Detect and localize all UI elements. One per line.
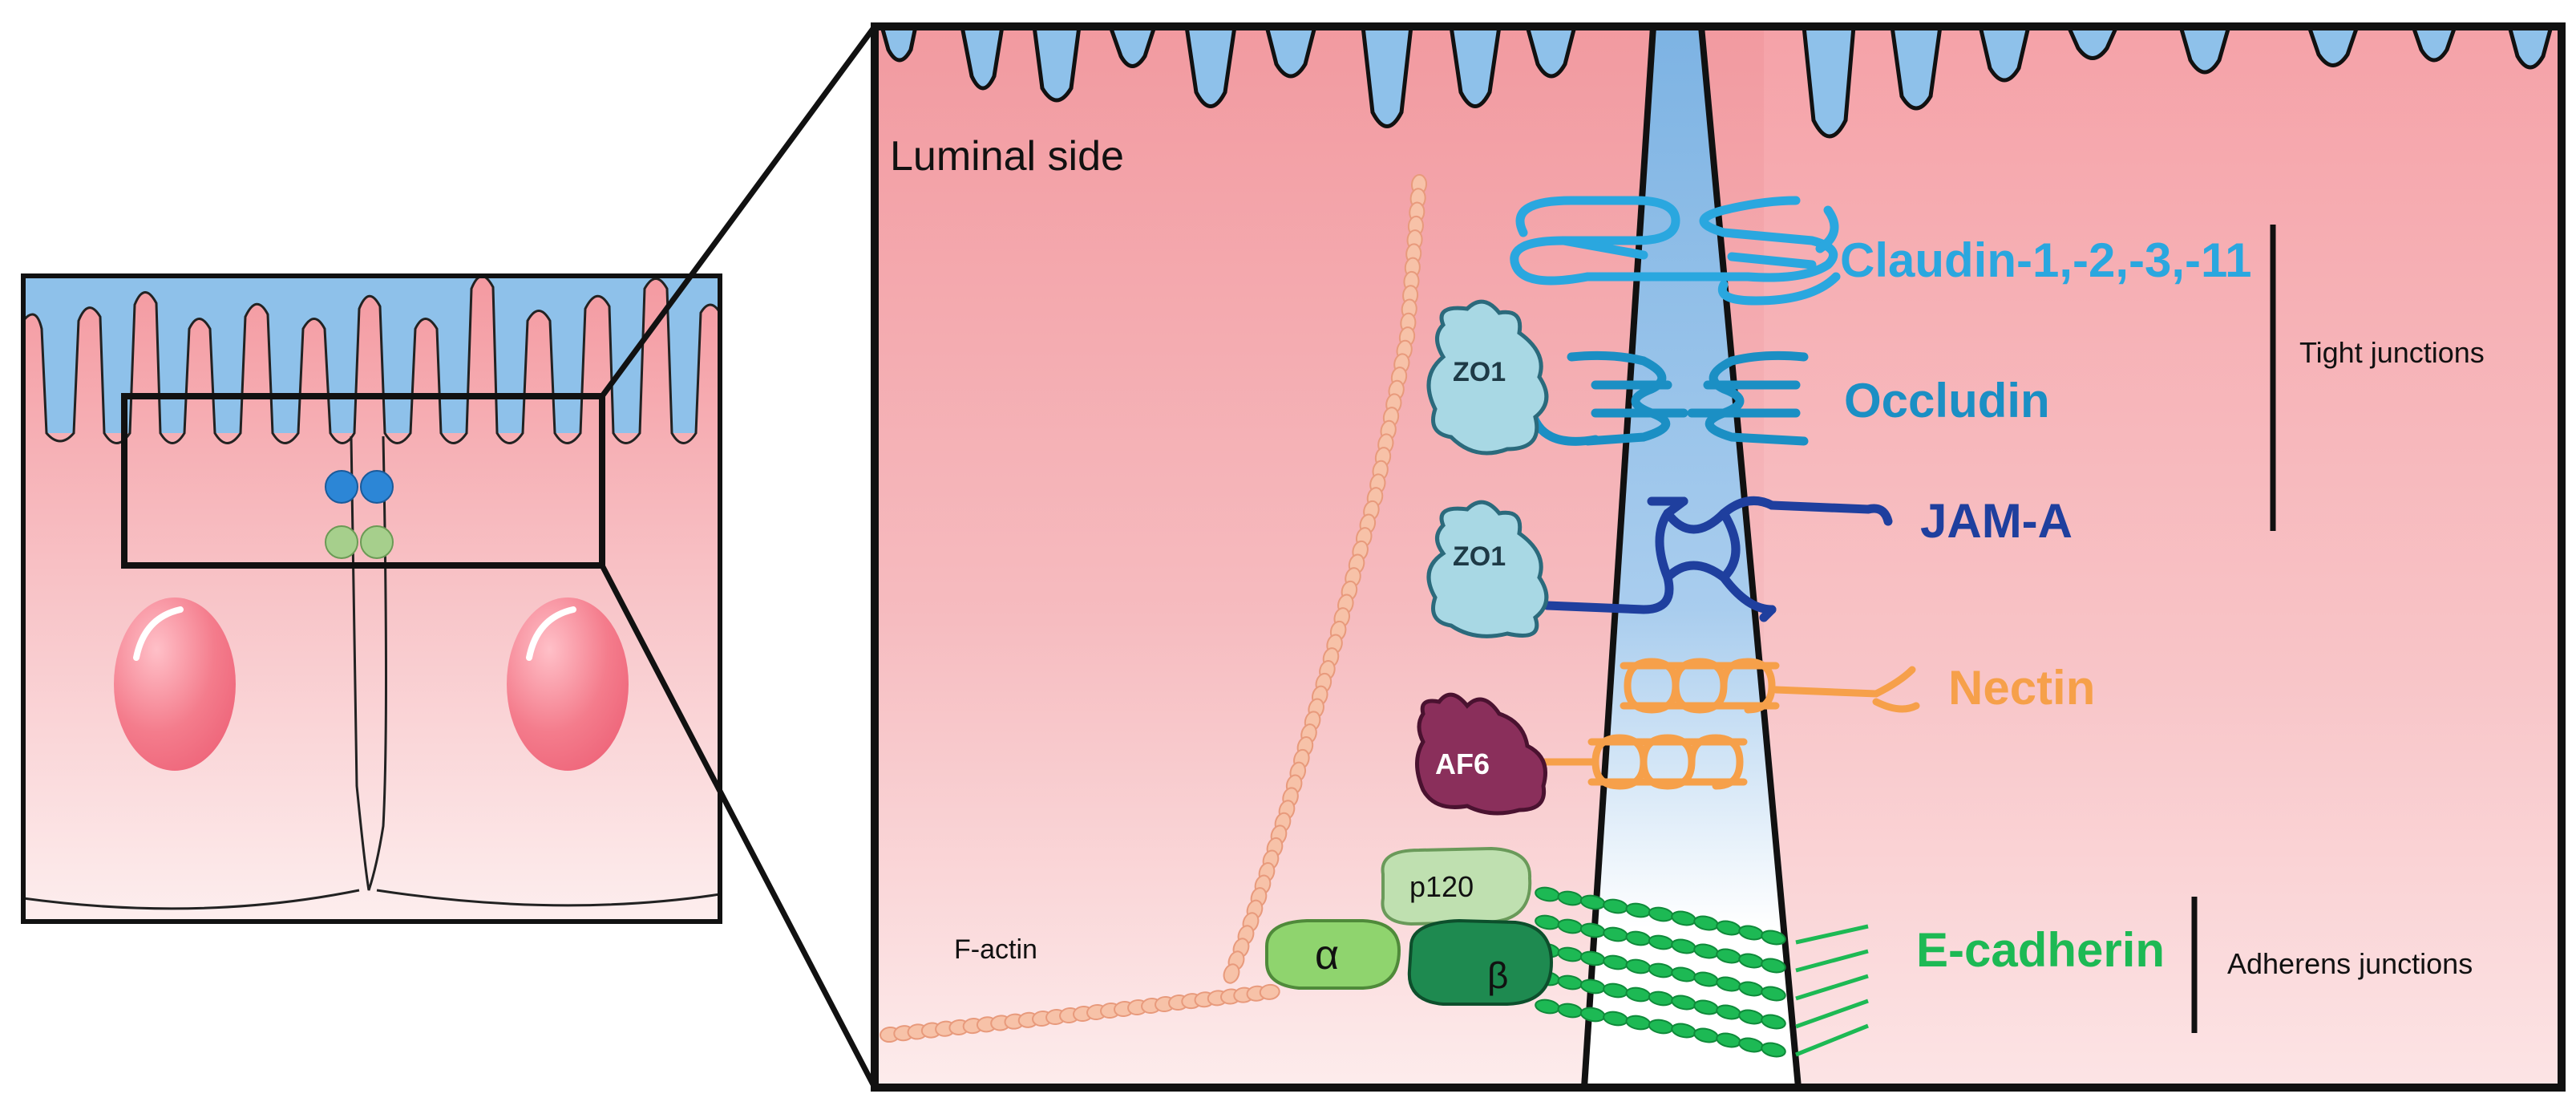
overview-tight-junction-dot-left: [325, 470, 358, 504]
zoom-region-box: [121, 393, 605, 569]
e-cadherin-bead: [1761, 986, 1786, 1002]
overview-cell-boundary: [350, 435, 387, 891]
e-cadherin-tail: [1795, 974, 1869, 1001]
overview-adherens-dot-right: [360, 525, 394, 559]
nectin-protein: [1535, 658, 1920, 790]
p120-protein: p120: [1381, 846, 1532, 926]
jam-a-label: JAM-A: [1920, 494, 2073, 548]
luminal-side-label: Luminal side: [890, 133, 1124, 180]
e-cadherin-bead: [1761, 1014, 1786, 1030]
overview-tight-junction-dot-right: [360, 470, 394, 504]
actin-bead: [1223, 963, 1240, 984]
membrane-right: [1698, 26, 1802, 1088]
tight-junctions-label: Tight junctions: [2299, 336, 2485, 369]
f-actin-label: F-actin: [954, 934, 1037, 965]
detail-microvilli: [880, 26, 2554, 139]
beta-catenin-label: β: [1487, 954, 1508, 996]
overview-adherens-dot-left: [325, 525, 358, 559]
zo1-label-bottom: ZO1: [1453, 541, 1506, 572]
e-cadherin-label: E-cadherin: [1916, 923, 2165, 977]
e-cadherin-bead: [1761, 958, 1786, 974]
p120-label: p120: [1409, 870, 1474, 903]
zoom-line-top: [600, 24, 877, 399]
e-cadherin-protein: [1535, 886, 1869, 1058]
zoom-line-bottom: [599, 564, 878, 1089]
adherens-junctions-label: Adherens junctions: [2227, 947, 2473, 980]
e-cadherin-tail: [1795, 999, 1869, 1029]
claudin-protein: [1510, 196, 1841, 306]
detail-panel: ZO1 ZO1 AF6 p120 α β: [875, 26, 2562, 1088]
overview-panel: [23, 276, 720, 922]
detail-frame: [871, 22, 2566, 1092]
zo1-label-top: ZO1: [1453, 357, 1506, 387]
overview-nucleus-right: [507, 598, 629, 771]
af6-protein: AF6: [1415, 692, 1547, 816]
zo1-protein-top: ZO1: [1426, 299, 1549, 456]
beta-catenin-protein: β: [1407, 918, 1554, 1006]
af6-label: AF6: [1435, 747, 1490, 780]
nectin-label: Nectin: [1948, 661, 2095, 715]
alpha-catenin-label: α: [1315, 932, 1339, 978]
e-cadherin-bead: [1761, 1042, 1786, 1058]
e-cadherin-tail: [1795, 1023, 1869, 1057]
jam-a-protein: [1543, 496, 1893, 622]
zo1-protein-bottom: ZO1: [1426, 500, 1549, 638]
claudin-label: Claudin-1,-2,-3,-11: [1840, 233, 2251, 287]
actin-bead: [1259, 983, 1280, 1000]
e-cadherin-bead: [1761, 930, 1786, 946]
occludin-label: Occludin: [1844, 374, 2050, 427]
overview-nucleus-left: [114, 598, 236, 771]
f-actin-filament: [880, 174, 1428, 1043]
occludin-protein: [1527, 350, 1809, 446]
overview-frame: [21, 273, 722, 924]
alpha-catenin-protein: α: [1265, 919, 1401, 990]
e-cadherin-tail: [1795, 924, 1869, 945]
e-cadherin-tail: [1795, 949, 1869, 973]
